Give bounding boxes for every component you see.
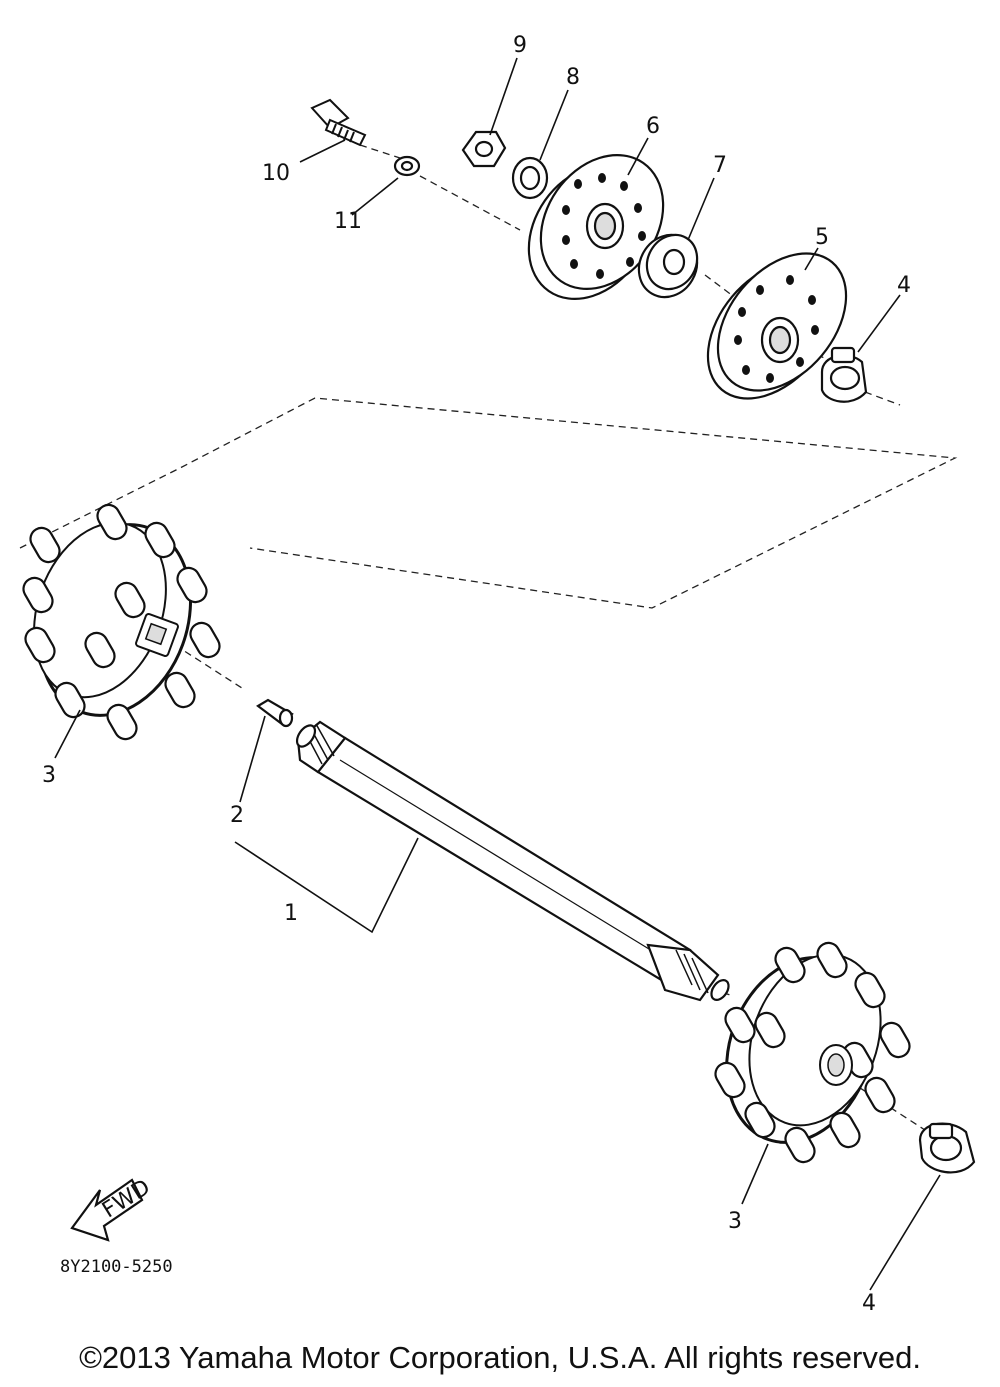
copyright-notice: ©2013 Yamaha Motor Corporation, U.S.A. A…: [79, 1340, 921, 1375]
part-1-drive-shaft: [295, 720, 730, 1002]
callout-5: 5: [815, 225, 829, 250]
callout-numbers: 1 2 3 3 4 4 5 6 7 8 9 10 11: [42, 33, 911, 1316]
callout-2: 2: [230, 803, 244, 828]
callout-10: 10: [262, 161, 290, 186]
callout-3-upper: 3: [42, 763, 56, 788]
callout-7: 7: [713, 153, 727, 178]
part-4-clamp-upper: [820, 346, 868, 403]
callout-8: 8: [566, 65, 580, 90]
parts-diagram-code: 8Y2100-5250: [60, 1257, 173, 1277]
callout-6: 6: [646, 114, 660, 139]
part-6-bearing-housing: [527, 154, 665, 300]
part-3-sprocket-lower: [710, 937, 915, 1168]
callout-4-lower: 4: [862, 1291, 876, 1316]
fwd-label: FWD: [98, 1175, 155, 1223]
callout-11: 11: [334, 209, 362, 234]
part-7-bearing: [637, 233, 699, 299]
part-9-nut: [461, 130, 507, 168]
part-3-sprocket-upper: [18, 499, 225, 745]
callout-4-upper: 4: [897, 273, 911, 298]
part-5-flange-plate: [706, 252, 848, 400]
part-8-seal: [511, 156, 549, 200]
part-4-clamp-lower: [918, 1122, 976, 1174]
part-10-bolt: [310, 98, 367, 147]
fwd-direction-arrow: FWD: [70, 1175, 155, 1242]
callout-9: 9: [513, 33, 527, 58]
callout-3-lower: 3: [728, 1209, 742, 1234]
part-11-washer: [393, 155, 421, 177]
leader-lines: [54, 57, 941, 1291]
callout-1: 1: [284, 901, 298, 926]
part-2-pin: [256, 698, 294, 728]
